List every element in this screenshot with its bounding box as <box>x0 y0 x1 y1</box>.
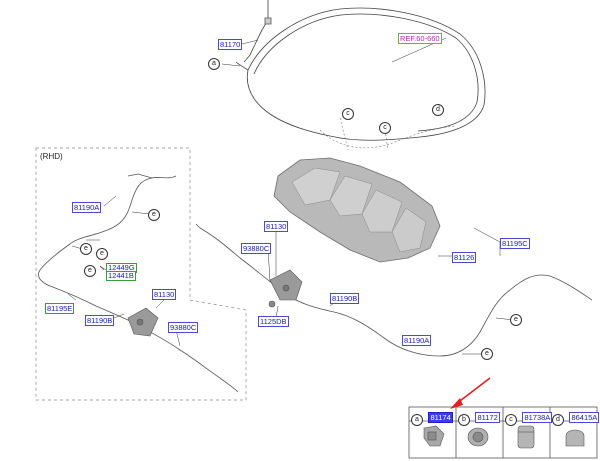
part-label-12441B[interactable]: 12441B <box>106 271 136 281</box>
main-latch <box>268 269 303 308</box>
part-label-93880C-rhd[interactable]: 93880C <box>168 322 199 333</box>
hood-panel <box>235 7 486 141</box>
legend-part-81738A[interactable]: 81738A <box>522 412 553 423</box>
callout-d: d <box>432 104 444 116</box>
legend-header-b: b 81172 <box>458 408 500 426</box>
legend-part-c-drawing <box>517 425 535 449</box>
callout-a: a <box>208 58 220 70</box>
legend-circle-c: c <box>505 414 517 426</box>
ref-label-hood[interactable]: REF.60-660 <box>398 33 442 44</box>
red-pointer-arrow <box>450 377 491 409</box>
legend-part-d-drawing <box>565 429 585 447</box>
legend-circle-a: a <box>411 414 423 426</box>
hood-insulator-pad <box>273 157 441 263</box>
legend-part-81172[interactable]: 81172 <box>475 412 500 423</box>
part-label-81195E[interactable]: 81195E <box>45 303 75 314</box>
part-label-1125DB[interactable]: 1125DB <box>258 316 289 327</box>
legend-part-a-drawing <box>423 425 445 447</box>
callout-e-5: e <box>510 314 522 326</box>
rhd-latch <box>127 307 159 337</box>
callout-e-6: e <box>481 348 493 360</box>
callout-e-1: e <box>148 209 160 221</box>
rhd-detail-frame <box>35 147 247 401</box>
part-label-81190B-rhd[interactable]: 81190B <box>85 315 115 326</box>
part-label-81190A-rhd[interactable]: 81190A <box>72 202 102 213</box>
main-cable <box>195 223 593 357</box>
legend-header-a: a 81174 <box>411 408 453 426</box>
part-label-81130-rhd[interactable]: 81130 <box>152 289 177 300</box>
legend-header-c: c 81738A <box>505 408 553 426</box>
hood-stay-rod <box>243 0 272 63</box>
legend-part-b-drawing <box>467 427 489 447</box>
legend-header-d: d 86415A <box>552 408 600 426</box>
legend-circle-b: b <box>458 414 470 426</box>
callout-e-4: e <box>84 265 96 277</box>
part-label-81126[interactable]: 81126 <box>452 252 477 263</box>
part-label-81170[interactable]: 81170 <box>218 39 243 50</box>
rhd-cable <box>38 173 239 393</box>
rhd-section-title: (RHD) <box>40 152 63 161</box>
part-label-81190A-main[interactable]: 81190A <box>402 335 432 346</box>
legend-part-81174[interactable]: 81174 <box>428 412 453 423</box>
part-label-81195C[interactable]: 81195C <box>500 238 530 249</box>
callout-c-1: c <box>342 108 354 120</box>
hood-inner-detail <box>319 117 456 151</box>
part-label-93880C-main[interactable]: 93880C <box>241 243 272 254</box>
part-label-81130-main[interactable]: 81130 <box>264 221 289 232</box>
callout-e-3: e <box>96 248 108 260</box>
legend-circle-d: d <box>552 414 564 426</box>
callout-e-2: e <box>80 243 92 255</box>
part-label-81190B-main[interactable]: 81190B <box>330 293 360 304</box>
callout-c-2: c <box>379 122 391 134</box>
legend-part-86415A[interactable]: 86415A <box>569 412 600 423</box>
